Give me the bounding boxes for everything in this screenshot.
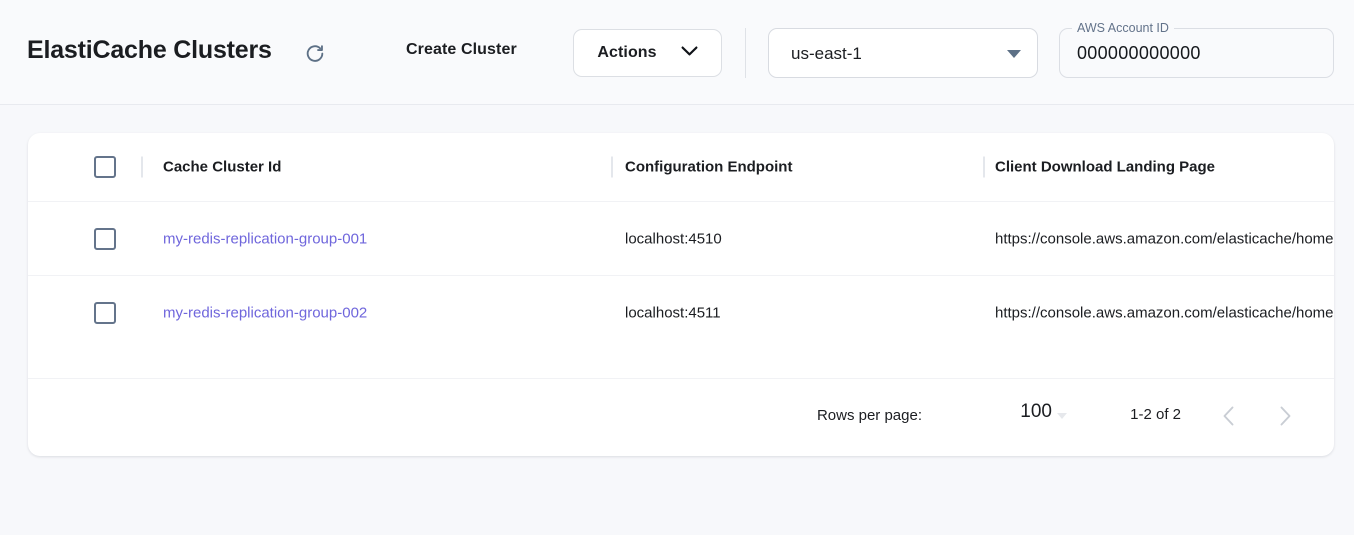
table-pagination: Rows per page: 100 1-2 of 2: [28, 378, 1334, 456]
create-cluster-button[interactable]: Create Cluster: [406, 41, 517, 58]
aws-account-id-label: AWS Account ID: [1072, 20, 1174, 36]
client-download-landing-page-value: https://console.aws.amazon.com/elasticac…: [995, 230, 1334, 247]
row-checkbox[interactable]: [94, 227, 116, 250]
caret-down-icon: [1007, 50, 1021, 58]
aws-account-id-field[interactable]: AWS Account ID 000000000000: [1059, 20, 1334, 78]
region-select[interactable]: us-east-1: [768, 28, 1038, 78]
chevron-down-icon: [681, 44, 698, 62]
page-title: ElastiCache Clusters: [27, 36, 272, 64]
table-row: my-redis-replication-group-001 localhost…: [28, 201, 1334, 275]
row-checkbox-cell: [94, 227, 116, 250]
cache-cluster-id-link[interactable]: my-redis-replication-group-001: [163, 230, 368, 247]
column-separator: [141, 156, 143, 178]
table-row: my-redis-replication-group-002 localhost…: [28, 275, 1334, 349]
row-checkbox-cell: [94, 301, 116, 324]
previous-page-button[interactable]: [1209, 399, 1247, 437]
table-header-row: Cache Cluster Id Configuration Endpoint …: [28, 133, 1334, 201]
column-header-client-download-landing-page[interactable]: Client Download Landing Page: [995, 158, 1216, 176]
rows-per-page-select[interactable]: 100: [1020, 401, 1052, 422]
rows-per-page-caret-icon: [1057, 413, 1067, 419]
clusters-table-card: Cache Cluster Id Configuration Endpoint …: [28, 133, 1334, 456]
configuration-endpoint-value: localhost:4510: [625, 230, 722, 247]
chevron-right-icon: [1279, 406, 1292, 431]
configuration-endpoint-value: localhost:4511: [625, 304, 721, 321]
select-all-checkbox[interactable]: [94, 156, 116, 178]
cache-cluster-id-link[interactable]: my-redis-replication-group-002: [163, 304, 368, 321]
column-header-configuration-endpoint[interactable]: Configuration Endpoint: [625, 158, 793, 176]
column-separator: [983, 156, 985, 178]
region-select-value: us-east-1: [791, 44, 862, 63]
header-divider: [745, 28, 746, 78]
pagination-range-label: 1-2 of 2: [1130, 406, 1181, 423]
select-all-checkbox-cell: [94, 156, 116, 178]
row-checkbox[interactable]: [94, 301, 116, 324]
actions-button-label: Actions: [597, 44, 657, 61]
next-page-button[interactable]: [1266, 399, 1304, 437]
app-header: ElastiCache Clusters Create Cluster Acti…: [0, 0, 1354, 105]
client-download-landing-page-value: https://console.aws.amazon.com/elasticac…: [995, 304, 1334, 321]
column-separator: [611, 156, 613, 178]
column-header-cache-cluster-id[interactable]: Cache Cluster Id: [163, 158, 282, 176]
rows-per-page-label: Rows per page:: [816, 407, 922, 424]
chevron-left-icon: [1222, 406, 1235, 431]
refresh-icon[interactable]: [300, 39, 330, 69]
aws-account-id-value: 000000000000: [1077, 43, 1201, 63]
actions-button[interactable]: Actions: [573, 29, 722, 77]
